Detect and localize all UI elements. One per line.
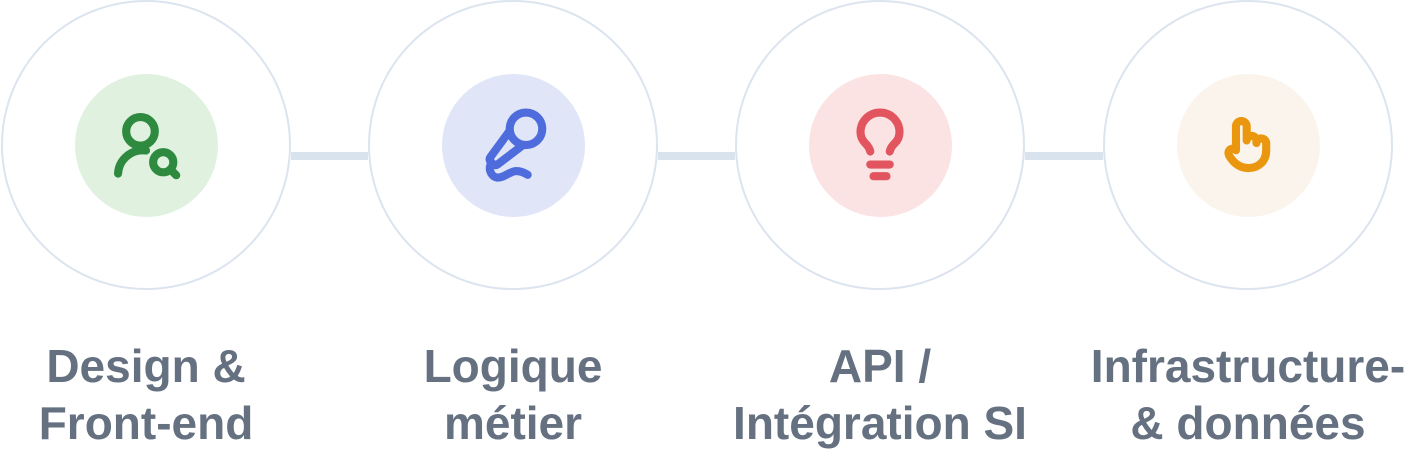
icon-badge xyxy=(74,73,218,217)
user-search-icon xyxy=(113,112,181,180)
step-label-line: métier xyxy=(443,397,583,449)
step-label-line: API / xyxy=(828,340,932,392)
icon-badge xyxy=(1176,73,1320,217)
icon-badge xyxy=(441,73,585,217)
step-label-line: Design & xyxy=(46,340,246,392)
step-label-line: & données xyxy=(1130,397,1366,449)
step-label-design-frontend: Design & Front-end xyxy=(0,338,316,452)
connector-line xyxy=(658,152,735,160)
step-label-line: Intégration SI xyxy=(733,397,1027,449)
step-circle-infrastructure-donnees xyxy=(1103,0,1393,290)
icon-badge xyxy=(808,73,952,217)
pointing-hand-icon xyxy=(1224,117,1271,173)
step-label-infrastructure-donnees: Infrastructure- & données xyxy=(1078,338,1416,452)
step-circle-api-integration xyxy=(735,0,1025,290)
connector-line xyxy=(291,152,368,160)
connector-line xyxy=(1025,152,1103,160)
lightbulb-icon xyxy=(856,108,904,181)
step-circle-logique-metier xyxy=(368,0,658,290)
step-label-line: Front-end xyxy=(38,397,254,449)
step-circle-design-frontend xyxy=(1,0,291,290)
microphone-icon xyxy=(485,108,547,182)
step-label-logique-metier: Logique métier xyxy=(343,338,683,452)
step-label-line: Infrastructure- xyxy=(1090,340,1406,392)
step-label-line: Logique xyxy=(423,340,603,392)
step-label-api-integration: API / Intégration SI xyxy=(710,338,1050,452)
